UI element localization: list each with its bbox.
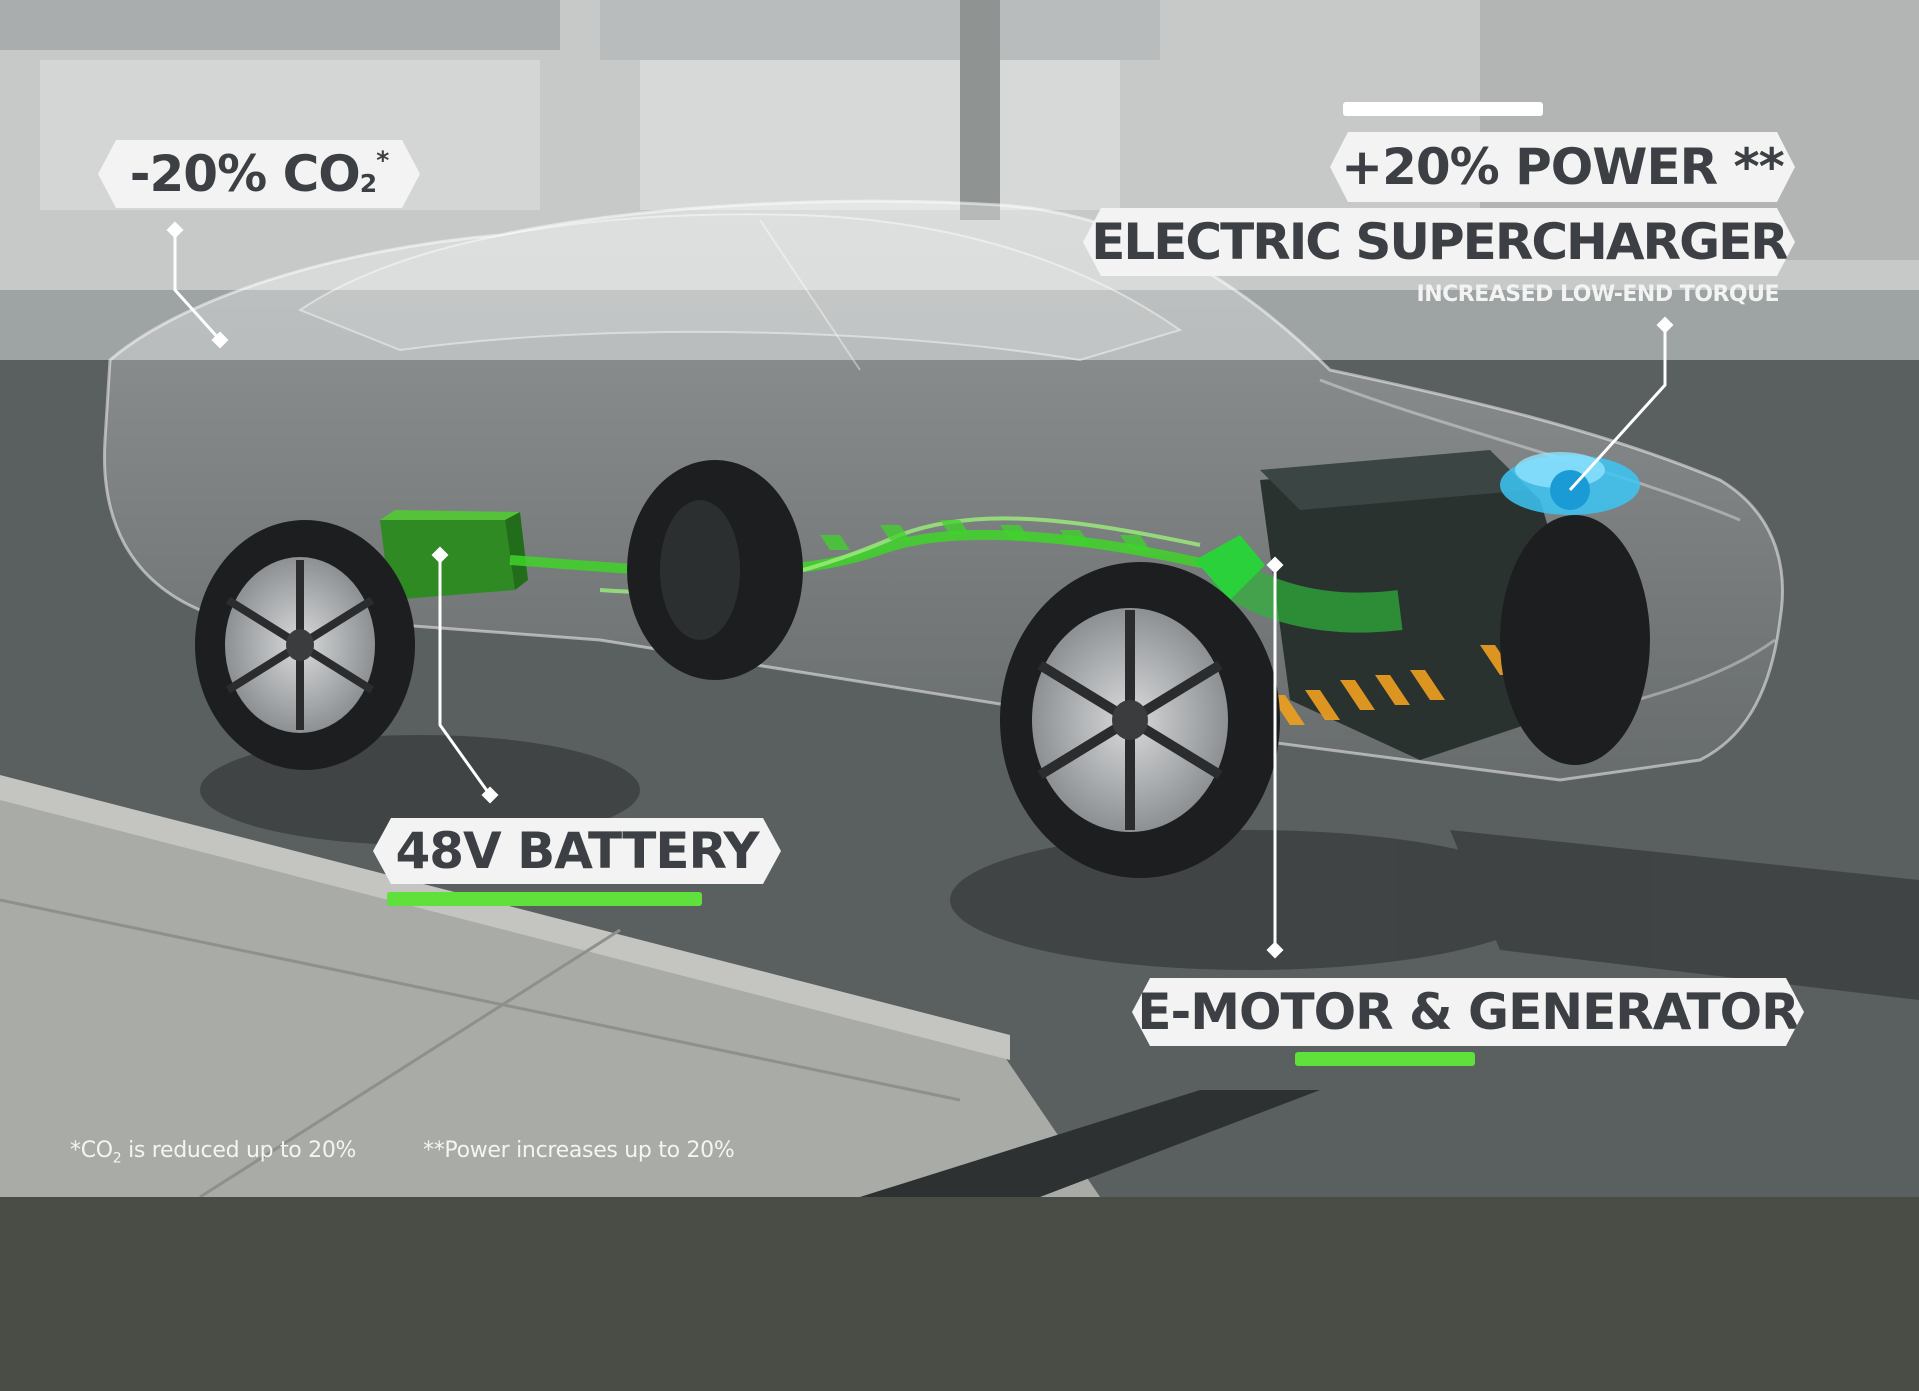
emotor-label: E-MOTOR & GENERATOR [1132, 978, 1804, 1046]
co2-footnote-subscript: 2 [112, 1150, 122, 1167]
front-left-wheel [1000, 562, 1280, 878]
power-footnote: **Power increases up to 20% [423, 1138, 735, 1163]
sidewalk [0, 790, 1100, 1197]
bottom-band [0, 1197, 1919, 1391]
co2-footnote-end: is reduced up to 20% [121, 1138, 357, 1163]
co2-label-text: -20% CO [129, 145, 360, 203]
battery-pack [380, 510, 528, 600]
battery-label: 48V BATTERY [373, 818, 781, 884]
supercharger-label-text: ELECTRIC SUPERCHARGER [1091, 213, 1787, 271]
leader-nodes [166, 221, 1674, 959]
co2-label-subscript: 2 [359, 169, 377, 198]
emotor-accent-bar [1295, 1052, 1475, 1066]
supercharger-label: ELECTRIC SUPERCHARGER [1083, 208, 1795, 276]
emotor-label-text: E-MOTOR & GENERATOR [1137, 983, 1799, 1041]
rear-left-wheel [195, 520, 415, 770]
curb [0, 775, 1010, 1060]
car-illustration [0, 0, 1919, 1197]
battery-accent-bar [387, 892, 702, 906]
co2-footnote: *CO2 is reduced up to 20% [70, 1138, 356, 1166]
rear-right-wheel [627, 460, 803, 680]
leader-lines [173, 230, 1667, 950]
e-motor [1195, 535, 1265, 600]
power-label: +20% POWER ** [1330, 132, 1795, 202]
front-right-wheel [1500, 515, 1650, 765]
battery-label-text: 48V BATTERY [395, 822, 759, 880]
supercharger-subcaption: INCREASED LOW-END TORQUE [1416, 282, 1780, 307]
co2-footnote-start: *CO [70, 1138, 113, 1163]
power-label-text: +20% POWER ** [1341, 138, 1784, 196]
drain-grate [860, 1090, 1320, 1197]
power-accent-bar [1343, 102, 1543, 116]
co2-label-asterisk: * [376, 146, 389, 175]
